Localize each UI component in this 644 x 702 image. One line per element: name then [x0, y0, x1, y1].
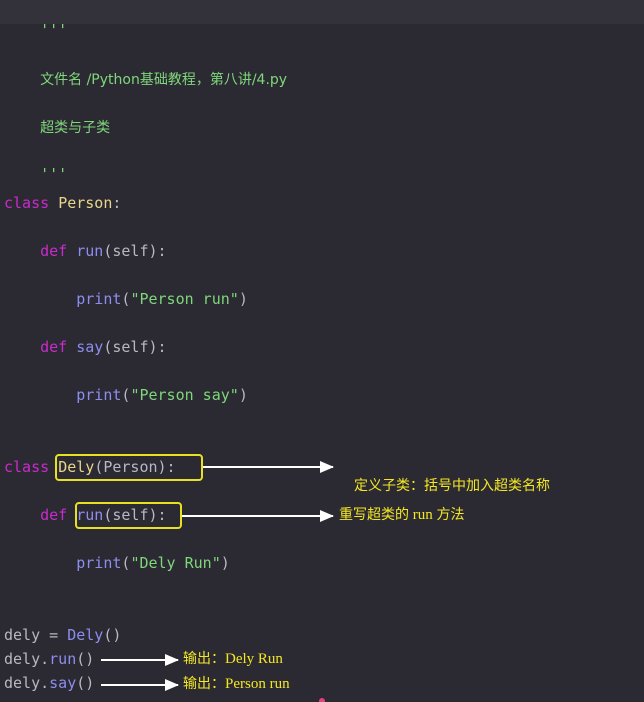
arrow-right-icon [101, 654, 179, 666]
docstring-open: ''' [40, 21, 68, 39]
params: (self): [103, 338, 167, 356]
annotation-override-mid: run [409, 507, 437, 523]
keyword-class: class [4, 458, 50, 476]
keyword-def: def [40, 338, 68, 356]
method-name-run: run [76, 242, 104, 260]
docstring-filename: 文件名 /Python基础教程，第八讲/4.py [40, 72, 288, 88]
arrow-right-icon [182, 510, 334, 522]
annotation-output-1-value: Dely Run [225, 651, 283, 667]
colon: : [112, 194, 122, 212]
constructor-call: Dely [67, 626, 104, 644]
variable-assign: dely = [4, 626, 68, 644]
paren-open: ( [121, 554, 131, 572]
code-line: dely.say() [4, 673, 94, 693]
class-name-person: Person [58, 194, 113, 212]
code-line: dely.run() [4, 649, 94, 669]
keyword-def: def [40, 242, 68, 260]
annotation-output-1: 输出：Dely Run [183, 649, 283, 669]
docstring-topic: 超类与子类 [40, 120, 111, 136]
method-name-run: run [76, 506, 104, 524]
paren-close: ) [238, 290, 248, 308]
parens: () [103, 626, 122, 644]
object-ref: dely. [4, 650, 50, 668]
builtin-print: print [76, 290, 122, 308]
code-line: ''' [4, 144, 67, 183]
annotation-override: 重写超类的 run 方法 [339, 505, 465, 525]
cursor-marker-icon [319, 698, 325, 702]
annotation-override-prefix: 重写超类的 [339, 507, 409, 523]
string-literal: "Person say" [130, 386, 239, 404]
paren-close: ) [220, 554, 230, 572]
code-line: def run(self): [4, 505, 167, 525]
code-line: print("Dely Run") [4, 553, 230, 573]
code-line: 文件名 /Python基础教程，第八讲/4.py [4, 49, 287, 88]
builtin-print: print [76, 554, 122, 572]
code-line: ''' [4, 0, 67, 39]
code-line: 超类与子类 [4, 97, 110, 136]
code-line: def run(self): [4, 241, 167, 261]
paren-open: ( [121, 386, 131, 404]
object-ref: dely. [4, 674, 50, 692]
annotation-output-1-label: 输出： [183, 651, 225, 667]
method-call-say: say [49, 674, 77, 692]
code-line: class Dely(Person): [4, 457, 176, 477]
class-name-dely: Dely [58, 458, 95, 476]
code-line: class Person: [4, 193, 121, 213]
parens: () [76, 674, 95, 692]
method-name-say: say [76, 338, 104, 356]
arrow-right-icon [203, 461, 334, 473]
subclass-highlight-box [55, 454, 203, 481]
parent-class: (Person): [94, 458, 176, 476]
paren-close: ) [238, 386, 248, 404]
annotation-override-suffix: 方法 [436, 507, 465, 523]
code-line: print("Person run") [4, 289, 248, 309]
docstring-close: ''' [40, 165, 68, 183]
annotation-output-2: 输出：Person run [183, 674, 290, 694]
params: (self): [103, 242, 167, 260]
builtin-print: print [76, 386, 122, 404]
annotation-subclass: 定义子类：括号中加入超类名称 [339, 456, 550, 516]
keyword-def: def [40, 506, 68, 524]
override-highlight-box [75, 502, 182, 529]
current-line-band [0, 0, 644, 24]
params: (self): [103, 506, 167, 524]
parens: () [76, 650, 95, 668]
arrow-right-icon [101, 679, 179, 691]
annotation-output-2-label: 输出： [183, 676, 225, 692]
annotation-subclass-text: 定义子类：括号中加入超类名称 [354, 478, 550, 494]
paren-open: ( [121, 290, 131, 308]
code-line: dely = Dely() [4, 625, 121, 645]
method-call-run: run [49, 650, 77, 668]
annotation-output-2-value: Person run [225, 676, 290, 692]
code-line: print("Person say") [4, 385, 248, 405]
code-line: def say(self): [4, 337, 167, 357]
string-literal: "Person run" [130, 290, 239, 308]
keyword-class: class [4, 194, 50, 212]
string-literal: "Dely Run" [130, 554, 221, 572]
